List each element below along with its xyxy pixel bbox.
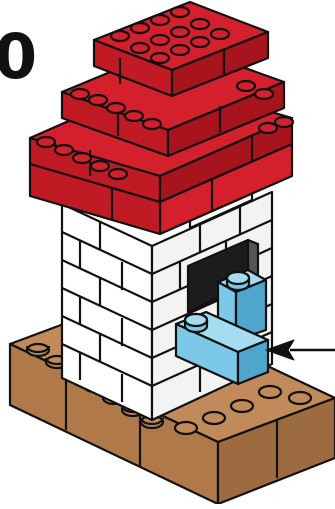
step-number: 0 <box>0 26 37 88</box>
callout-arrow <box>266 340 335 360</box>
